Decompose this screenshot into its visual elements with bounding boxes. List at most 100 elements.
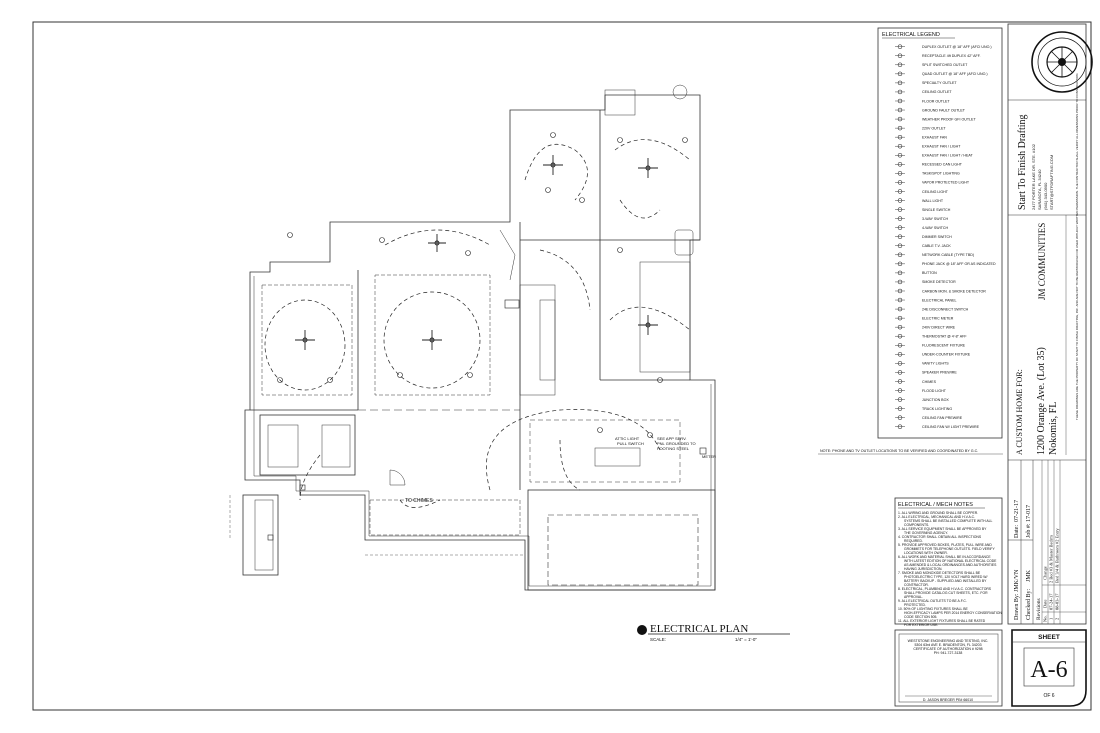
legend-item-label: EXHAUST FAN bbox=[922, 135, 947, 139]
legend-item-label: THERMOSTAT @ 4'-8" AFF bbox=[922, 335, 967, 339]
legend-symbol-icon bbox=[895, 397, 905, 402]
rev-2-date: 08-03-17 bbox=[1055, 593, 1060, 610]
engineer-line-1: WESTSTONE ENGINEERING AND TESTING, INC. bbox=[908, 639, 989, 643]
legend-symbol-icon bbox=[895, 243, 905, 248]
legend-item-label: TRACK LIGHTING bbox=[922, 407, 952, 411]
legend-item-label: ELECTRICAL PANEL bbox=[922, 298, 957, 302]
sheet-of: OF 6 bbox=[1043, 693, 1054, 699]
sheet-number-box: SHEET A-6 OF 6 bbox=[1011, 629, 1087, 707]
legend-item-label: 4-WAY SWITCH bbox=[922, 226, 948, 230]
legend-title: ELECTRICAL LEGEND bbox=[882, 32, 940, 38]
date-value: 07-21-17 bbox=[1014, 500, 1020, 522]
legend-item-label: VANITY LIGHTS bbox=[922, 362, 949, 366]
ceiling-fan-symbols bbox=[295, 155, 658, 350]
rev-col-change: Change bbox=[1043, 566, 1048, 580]
legend-item-label: EXHAUST FAN / LIGHT bbox=[922, 145, 961, 149]
note-item: 4. CONTRACTOR SHALL OBTAIN ALL INSPECTIO… bbox=[898, 535, 982, 543]
legend-symbol-icon bbox=[895, 107, 905, 113]
legend-item-label: 240V DIRECT WIRE bbox=[922, 325, 956, 329]
legend-symbol-icon bbox=[895, 116, 905, 122]
legend-symbol-icon bbox=[895, 162, 905, 167]
engineer-line-3: CERTIFICATE OF AUTHORIZATION # 9298 bbox=[913, 647, 982, 651]
note-item: 11. ALL EXTERIOR LIGHT FIXTURES SHALL BE… bbox=[898, 619, 986, 627]
legend-item-label: DIMMER SWITCH bbox=[922, 235, 952, 239]
legend-symbol-icon bbox=[895, 361, 905, 366]
legend-item-label: CHIMES bbox=[922, 380, 937, 384]
legend-symbol-icon bbox=[895, 352, 905, 357]
legend-item-label: SPECIALTY OUTLET bbox=[922, 81, 957, 85]
legend-symbol-icon bbox=[895, 379, 905, 384]
rev-2-change: Bed 3/4 & Bathroom #2 Entry bbox=[1055, 528, 1060, 583]
plan-title: ELECTRICAL PLAN bbox=[650, 623, 748, 635]
legend-symbol-icon bbox=[895, 370, 905, 375]
job-value: 17-017 bbox=[1026, 505, 1032, 522]
label-pull-switch: PULL SWITCH bbox=[617, 441, 644, 446]
fixture-symbols bbox=[267, 132, 707, 541]
legend-item-label: BUTTON bbox=[922, 271, 937, 275]
legend-item-label: FLUORESCENT FIXTURE bbox=[922, 344, 966, 348]
company-name: Start To Finish Drafting bbox=[1017, 114, 1028, 210]
label-panel-note-1: SEE APP SERV. bbox=[657, 436, 687, 441]
revisions-label: Revisions bbox=[1036, 598, 1042, 620]
legend-item-label: CEILING FAN PREWIRE bbox=[922, 416, 963, 420]
drawn-value: JMK/VN bbox=[1014, 569, 1020, 592]
legend-symbol-icon bbox=[895, 315, 905, 321]
label-to-chimes: TO CHIMES bbox=[405, 498, 433, 504]
legend-item-label: WEATHER PROOF GFI OUTLET bbox=[922, 117, 976, 121]
rev-1-date: 07-24-17 bbox=[1049, 593, 1054, 610]
engineer-signature: D. JASON BREGER PE# 66010 bbox=[923, 698, 973, 702]
legend-item-label: ELECTRIC METER bbox=[922, 316, 954, 320]
plan-scale-label: SCALE: bbox=[650, 637, 666, 642]
sheet-border bbox=[32, 21, 1092, 711]
note-item: 7. SMOKE AND MONOXIDE DETECTORS SHALL BE… bbox=[898, 571, 987, 587]
checked-label: Checked By: bbox=[1026, 589, 1032, 620]
legend-item-label: 220V OUTLET bbox=[922, 126, 946, 130]
legend-symbol-icon bbox=[895, 270, 905, 276]
legend-item-label: GROUND FAULT OUTLET bbox=[922, 108, 966, 112]
note-item: 9. ALL ELECTRICAL OUTLETS TO BE A.F.C.PR… bbox=[898, 599, 967, 607]
legend-item-label: 24E DISCONNECT SWITCH bbox=[922, 307, 969, 311]
legend-symbol-icon bbox=[895, 216, 905, 221]
floor-plan bbox=[229, 84, 716, 591]
legend-item-label: PHONE JACK @ 18" AFF OR AS INDICATED bbox=[922, 262, 996, 266]
company-seal-icon bbox=[1031, 31, 1093, 93]
legend-item-label: NETWORK CABLE (TYPE TBD) bbox=[922, 253, 974, 257]
label-panel-note-2: PNL GROUNDED TO bbox=[657, 441, 696, 446]
legend-symbol-icon bbox=[895, 171, 905, 176]
plan-note: NOTE: PHONE AND TV OUTLET LOCATIONS TO B… bbox=[820, 449, 978, 453]
legend-symbol-icon bbox=[895, 198, 905, 203]
drawn-label: Drawn By: bbox=[1014, 593, 1020, 620]
rev-1-change: 2 Bed #3 & Master Bedrm bbox=[1049, 535, 1054, 583]
note-item: 5. PROVIDE APPROVED BOXES, PLATES, PULL … bbox=[898, 543, 995, 555]
legend-item-label: 3-WAY SWITCH bbox=[922, 217, 948, 221]
legend-symbol-icon bbox=[895, 53, 905, 58]
company-address-1: 2477 PORTER LAKE DR. STE. #102 bbox=[1031, 143, 1036, 210]
legend-symbol-icon bbox=[895, 44, 905, 49]
legend-symbol-icon bbox=[895, 125, 905, 131]
legend-symbol-icon bbox=[895, 89, 905, 95]
date-label: Date: bbox=[1014, 525, 1020, 538]
legend-item-label: VAPOR PROTECTED LIGHT bbox=[922, 181, 970, 185]
legend-symbol-icon bbox=[895, 180, 905, 185]
legend-symbol-icon bbox=[895, 261, 905, 267]
sheet-label: SHEET bbox=[1038, 634, 1060, 641]
rev-col-no: No. bbox=[1043, 615, 1048, 622]
legend-item-label: SPLIT SWITCHED OUTLET bbox=[922, 63, 968, 67]
legend-item-label: EXHAUST FAN / LIGHT / HEAT bbox=[922, 154, 974, 158]
sheet-number: A-6 bbox=[1030, 657, 1067, 683]
legend-item-label: FLOOR OUTLET bbox=[922, 99, 950, 103]
company-address-2: SARASOTA, FL 34240 bbox=[1037, 169, 1042, 210]
label-meter: METER bbox=[702, 454, 716, 459]
legend-item-label: SINGLE SWITCH bbox=[922, 208, 951, 212]
job-label: Job #: bbox=[1026, 523, 1032, 538]
label-panel-note-3: FOOTING STEEL bbox=[657, 446, 690, 451]
company-address-3: (941) 343-0900 bbox=[1043, 182, 1048, 210]
legend-symbol-icon bbox=[895, 388, 905, 393]
legend-symbol-icon bbox=[895, 189, 905, 194]
legend-item-label: CEILING OUTLET bbox=[922, 90, 952, 94]
label-attic-light: ATTIC LIGHT bbox=[615, 436, 640, 441]
note-item: 2. ALL ELECTRICAL, MECHANICAL AND H.V.A.… bbox=[898, 515, 992, 527]
legend-item-label: CABLE T.V. JACK bbox=[922, 244, 951, 248]
legend-symbol-icon bbox=[895, 153, 905, 158]
rev-col-date: Date bbox=[1043, 600, 1048, 609]
